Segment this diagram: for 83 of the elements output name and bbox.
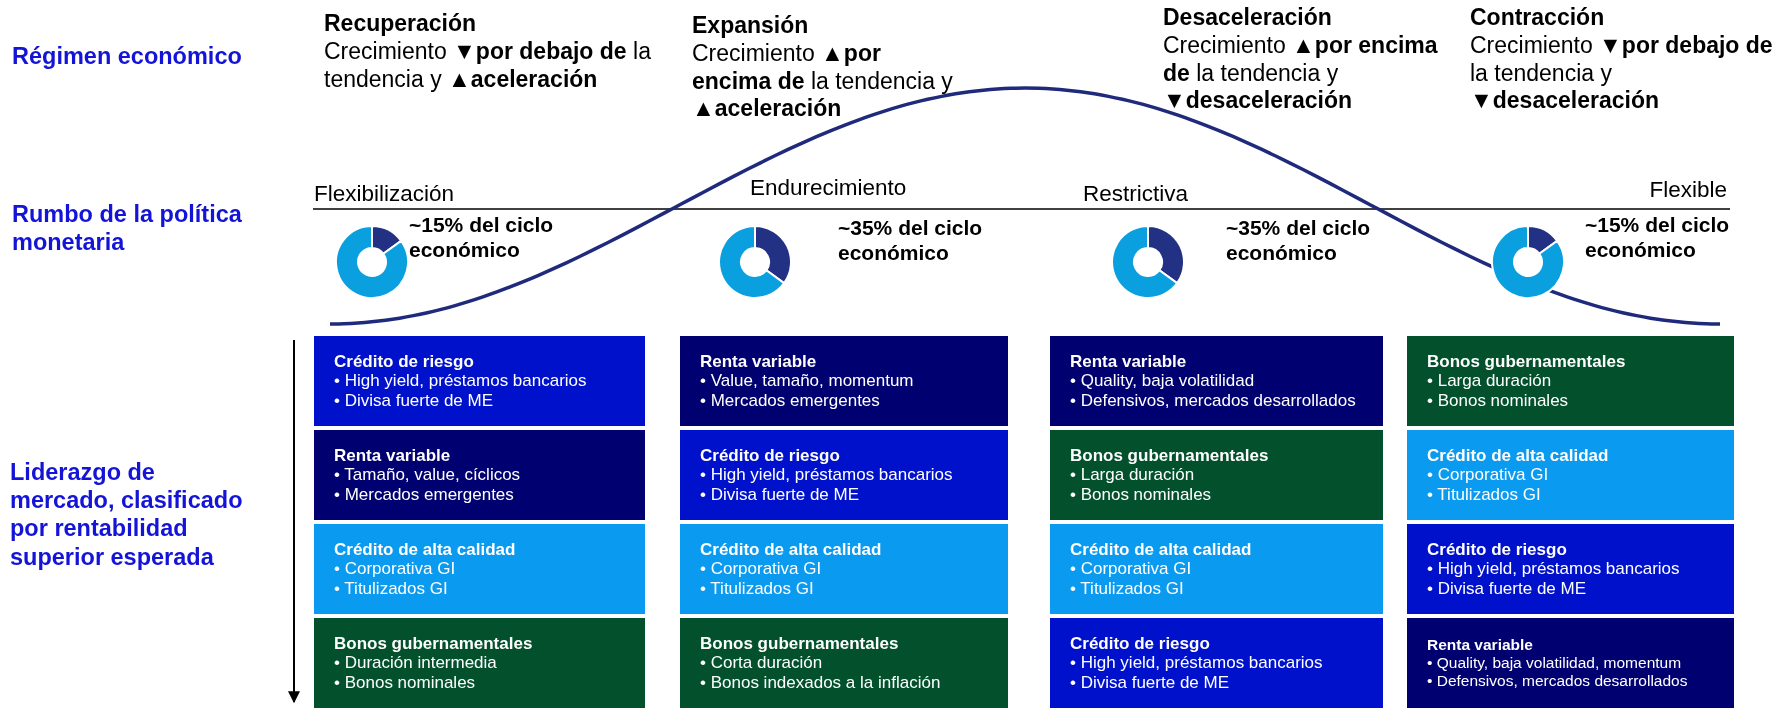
- bullet-item: • Corporativa GI: [1427, 465, 1550, 485]
- phase-title: Desaceleración: [1163, 4, 1333, 32]
- cycle-share: ~35% del ciclo económico: [1226, 215, 1372, 266]
- bullet-item: • Larga duración: [1427, 371, 1553, 391]
- policy-stance: Restrictiva: [1083, 180, 1190, 207]
- asset-class-card: [1050, 336, 1383, 426]
- card-heading: Crédito de riesgo: [1070, 633, 1211, 654]
- row-heading: Rumbo de la política monetaria: [12, 200, 243, 257]
- asset-class-card: [314, 524, 645, 614]
- row-heading: Liderazgo de mercado, clasificado por rentabilidad superior esperada: [10, 458, 244, 571]
- phase-title: Recuperación: [324, 10, 478, 38]
- card-heading: Bonos gubernamentales: [700, 633, 900, 654]
- card-heading: Bonos gubernamentales: [1070, 445, 1270, 466]
- asset-class-card: [1050, 524, 1383, 614]
- asset-class-card: [1050, 430, 1383, 520]
- phase-title: Expansión: [692, 12, 810, 40]
- bullet-item: • Mercados emergentes: [334, 484, 515, 505]
- phase-description: Crecimiento ▼por debajo de la tendencia y ▼desaceleración: [1470, 32, 1774, 115]
- asset-class-card: [680, 618, 1008, 708]
- bullet-item: • Bonos indexados a la inflación: [700, 672, 942, 693]
- bullet-item: • Tamaño, value, cíclicos: [334, 465, 522, 485]
- bullet-item: • Defensivos, mercados desarrollados: [1427, 671, 1689, 690]
- phase-description: Crecimiento ▲por encima de la tendencia y ▼desaceleración: [1163, 32, 1439, 115]
- bullet-item: • Corporativa GI: [1070, 559, 1193, 579]
- bullet-item: • High yield, préstamos bancarios: [334, 371, 588, 391]
- card-heading: Crédito de alta calidad: [700, 539, 883, 560]
- bullet-item: • Bonos nominales: [1427, 390, 1570, 411]
- card-heading: Crédito de riesgo: [700, 445, 841, 466]
- card-heading: Renta variable: [1070, 351, 1188, 372]
- bullet-item: • High yield, préstamos bancarios: [1427, 559, 1681, 579]
- card-heading: Renta variable: [1427, 636, 1534, 655]
- bullet-item: • Titulizados GI: [1427, 484, 1542, 505]
- card-heading: Crédito de alta calidad: [1427, 445, 1610, 466]
- cycle-share: ~35% del ciclo económico: [838, 215, 984, 266]
- card-heading: Crédito de alta calidad: [334, 539, 517, 560]
- bullet-item: • Defensivos, mercados desarrollados: [1070, 390, 1357, 411]
- card-heading: Crédito de riesgo: [1427, 539, 1568, 560]
- bullet-item: • High yield, préstamos bancarios: [700, 465, 954, 485]
- policy-stance: Endurecimiento: [750, 174, 908, 201]
- phase-title: Contracción: [1470, 4, 1606, 32]
- bullet-item: • Titulizados GI: [334, 578, 449, 599]
- policy-stance: Flexible: [1648, 176, 1727, 203]
- asset-class-card: [1407, 618, 1734, 708]
- cycle-share: ~15% del ciclo económico: [409, 212, 555, 263]
- asset-class-card: [680, 336, 1008, 426]
- bullet-item: • Divisa fuerte de ME: [700, 484, 860, 505]
- asset-class-card: [1407, 336, 1734, 426]
- asset-class-card: [1050, 618, 1383, 708]
- bullet-item: • High yield, préstamos bancarios: [1070, 653, 1324, 673]
- asset-class-card: [680, 430, 1008, 520]
- asset-class-card: [314, 430, 645, 520]
- asset-class-card: [1407, 430, 1734, 520]
- asset-class-card: [314, 618, 645, 708]
- bullet-item: • Corporativa GI: [700, 559, 823, 579]
- bullet-item: • Divisa fuerte de ME: [1070, 672, 1230, 693]
- card-heading: Bonos gubernamentales: [334, 633, 534, 654]
- bullet-item: • Corta duración: [700, 653, 824, 673]
- policy-stance: Flexibilización: [314, 180, 456, 207]
- bullet-item: • Bonos nominales: [1070, 484, 1213, 505]
- bullet-item: • Larga duración: [1070, 465, 1196, 485]
- bullet-item: • Quality, baja volatilidad: [1070, 371, 1256, 391]
- card-heading: Bonos gubernamentales: [1427, 351, 1627, 372]
- bullet-item: • Bonos nominales: [334, 672, 477, 693]
- cycle-share: ~15% del ciclo económico: [1585, 212, 1731, 263]
- bullet-item: • Divisa fuerte de ME: [1427, 578, 1587, 599]
- card-heading: Crédito de alta calidad: [1070, 539, 1253, 560]
- bullet-item: • Titulizados GI: [1070, 578, 1185, 599]
- card-heading: Crédito de riesgo: [334, 351, 475, 372]
- asset-class-card: [314, 336, 645, 426]
- bullet-item: • Value, tamaño, momentum: [700, 371, 915, 391]
- bullet-item: • Duración intermedia: [334, 653, 498, 673]
- asset-class-card: [680, 524, 1008, 614]
- phase-description: Crecimiento ▼por debajo de la tendencia y ▲aceleración: [324, 38, 652, 94]
- card-heading: Renta variable: [334, 445, 452, 466]
- bullet-item: • Divisa fuerte de ME: [334, 390, 494, 411]
- card-heading: Renta variable: [700, 351, 818, 372]
- row-heading: Régimen económico: [12, 42, 243, 71]
- phase-description: Crecimiento ▲por encima de la tendencia y ▲aceleración: [692, 40, 954, 123]
- asset-class-card: [1407, 524, 1734, 614]
- bullet-item: • Corporativa GI: [334, 559, 457, 579]
- bullet-item: • Titulizados GI: [700, 578, 815, 599]
- bullet-item: • Mercados emergentes: [700, 390, 881, 411]
- bullet-item: • Quality, baja volatilidad, momentum: [1427, 654, 1683, 672]
